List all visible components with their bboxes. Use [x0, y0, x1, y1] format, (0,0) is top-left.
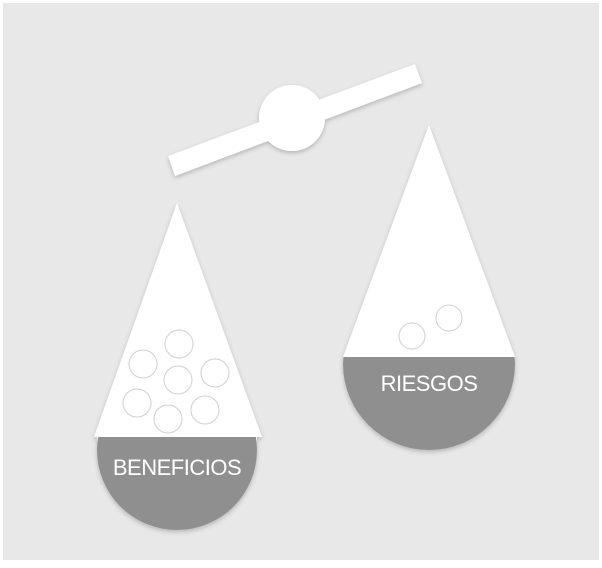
- ball: [128, 349, 158, 379]
- ball: [200, 358, 230, 388]
- right-pan-label: RIESGOS: [381, 371, 478, 396]
- beam-pivot: [259, 85, 325, 151]
- left-pan-balls: [122, 329, 230, 434]
- left-pan-label: BENEFICIOS: [113, 455, 241, 480]
- ball: [398, 322, 426, 350]
- ball: [435, 304, 463, 332]
- ball: [163, 365, 193, 395]
- ball: [190, 395, 220, 425]
- right-pan-balls: [398, 304, 463, 350]
- ball: [164, 329, 194, 359]
- right-pan-cone: [343, 125, 515, 357]
- ball: [122, 388, 152, 418]
- balance-beam: [168, 64, 422, 176]
- ball: [153, 404, 183, 434]
